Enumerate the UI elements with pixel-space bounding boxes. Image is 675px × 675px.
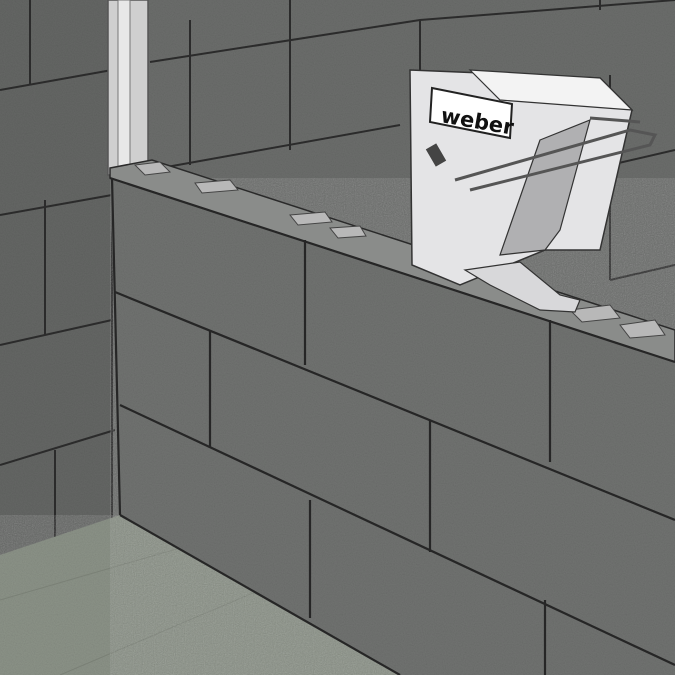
left-wall [0, 0, 116, 555]
clamp-knob [425, 143, 447, 167]
metal-frame-post [107, 0, 149, 176]
floor [0, 515, 400, 675]
mortar-applicator: weber [409, 69, 658, 313]
front-wall [109, 159, 675, 675]
wall-top-surface [109, 159, 675, 363]
